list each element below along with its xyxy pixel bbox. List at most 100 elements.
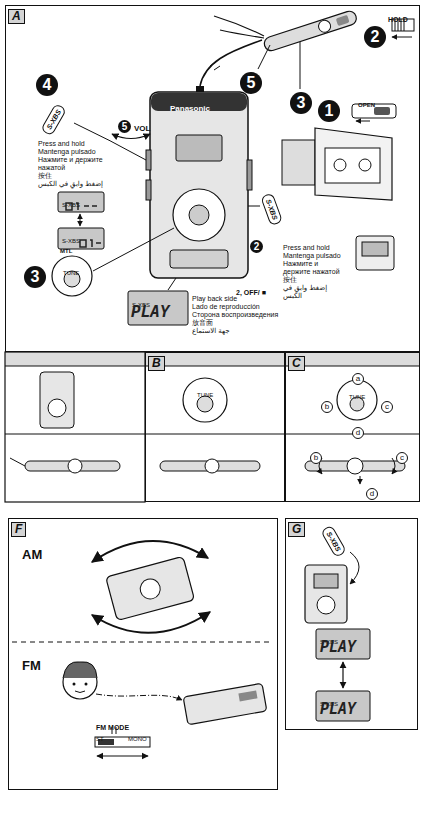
label-holder: TUNE	[63, 261, 79, 279]
label-holder: 5	[240, 72, 262, 94]
label-text: ST	[96, 736, 104, 742]
text-block: Press and holdMantenga pulsadoНажмите и …	[38, 140, 104, 188]
panel-frame: B	[145, 352, 285, 502]
panel-letter: A	[8, 9, 25, 24]
sxbs-player	[305, 552, 370, 721]
callout-number: 2	[250, 240, 263, 253]
label-holder: PLAY	[320, 638, 356, 656]
label-holder: b	[310, 446, 322, 464]
instruction-text: Нажмите и держите нажатой	[38, 156, 104, 172]
label-text: VOL	[134, 124, 150, 133]
callout-number: 1	[318, 100, 340, 122]
jog-dial	[52, 228, 174, 296]
label-holder: OPEN	[358, 93, 375, 111]
instruction-text: إضغط وابقِ في الكبس	[283, 284, 347, 300]
jog-dial	[305, 380, 405, 484]
instruction-text: Mantenga pulsado	[38, 148, 104, 156]
grid-cell	[5, 352, 145, 502]
label-holder: 3	[24, 266, 46, 288]
label-holder: d	[366, 482, 378, 500]
label-holder: S-XBS	[256, 198, 287, 216]
panel-letter: C	[288, 356, 305, 371]
panel-frame: G	[285, 518, 418, 730]
label-text: MONO	[128, 736, 147, 742]
instruction-text: Сторона воспроизведения	[192, 311, 284, 319]
label-holder: TUNE	[349, 385, 365, 403]
label-holder: S-XBS	[318, 530, 349, 548]
label-holder: c	[381, 395, 393, 413]
instruction-text: Lado de reproducción	[192, 303, 284, 311]
label-holder: PLAY	[320, 700, 356, 718]
am-rotation	[92, 541, 210, 633]
label-text: Panasonic	[170, 104, 210, 113]
position-letter: c	[396, 452, 408, 464]
panel-letter: F	[11, 522, 26, 537]
label-holder: b	[321, 395, 333, 413]
label-text: FM MODE	[96, 724, 129, 731]
leader-line	[248, 206, 260, 207]
position-letter: b	[310, 452, 322, 464]
label-holder: S-XBS	[62, 229, 80, 247]
lcd-text: PLAY	[320, 638, 356, 656]
instruction-text: Press and hold	[38, 140, 104, 148]
label-holder: 2	[364, 26, 386, 48]
cassette-player	[146, 86, 252, 278]
position-letter: c	[381, 401, 393, 413]
lcd-display	[58, 192, 104, 249]
callout-number: 2	[364, 26, 386, 48]
label-holder: ST	[96, 727, 104, 745]
label-holder: 2, OFF/ ■	[236, 281, 266, 299]
label-holder: c	[396, 446, 408, 464]
instruction-text: Press and hold	[283, 244, 347, 252]
position-letter: d	[366, 488, 378, 500]
remote-icon	[10, 458, 120, 473]
label-holder: 4	[36, 74, 58, 96]
instruction-text: Нажмите и держите нажатой	[283, 260, 347, 276]
label-holder: 3	[290, 92, 312, 114]
callout-number: 5	[118, 120, 131, 133]
instruction-text: 按住	[283, 276, 347, 284]
instruction-text: 放音面	[192, 319, 284, 327]
label-holder: FM	[22, 656, 41, 674]
button-label: S-XBS	[40, 103, 67, 137]
label-text: HOLD	[388, 16, 408, 23]
text-block: Play back sideLado de reproducciónСторон…	[192, 295, 284, 335]
cassette-door	[282, 104, 396, 200]
label-text: OPEN	[358, 102, 375, 108]
label-holder: AM	[22, 545, 42, 563]
label-holder: S-XBS	[38, 108, 69, 126]
instruction-text: 按住	[38, 172, 104, 180]
jog-dial	[160, 378, 260, 473]
label-holder: Panasonic	[170, 97, 210, 115]
label-holder: TUNE	[197, 383, 213, 401]
label-holder: a	[352, 367, 364, 385]
panel-letter: G	[288, 522, 305, 537]
label-text: TUNE	[63, 270, 79, 276]
lcd-display	[128, 291, 188, 325]
label-holder: 2	[250, 236, 263, 254]
label-text: S-XBS	[62, 238, 80, 244]
label-holder: 1	[318, 100, 340, 122]
position-letter: d	[352, 427, 364, 439]
button-label: S-XBS	[320, 525, 347, 559]
label-text: MTL	[60, 248, 72, 254]
label-holder: FM MODE	[96, 716, 129, 734]
instruction-text: جهة الاستماع	[192, 327, 284, 335]
text-block: Press and holdMantenga pulsadoНажмите и …	[283, 244, 347, 300]
position-letter: a	[352, 373, 364, 385]
label-holder: MONO	[128, 727, 147, 745]
lcd-text: PLAY	[131, 302, 170, 321]
button-label: S-XBS	[260, 193, 283, 227]
divider	[12, 642, 273, 643]
instruction-text: Play back side	[192, 295, 284, 303]
volume-arrow	[112, 134, 150, 139]
small-player-icon	[356, 236, 394, 270]
callout-number: 3	[24, 266, 46, 288]
label-holder: d	[352, 421, 364, 439]
label-text: S-XBS	[62, 202, 80, 208]
leader-line	[168, 278, 176, 290]
label-holder: HOLD	[388, 8, 408, 26]
label-text: FM	[22, 658, 41, 673]
